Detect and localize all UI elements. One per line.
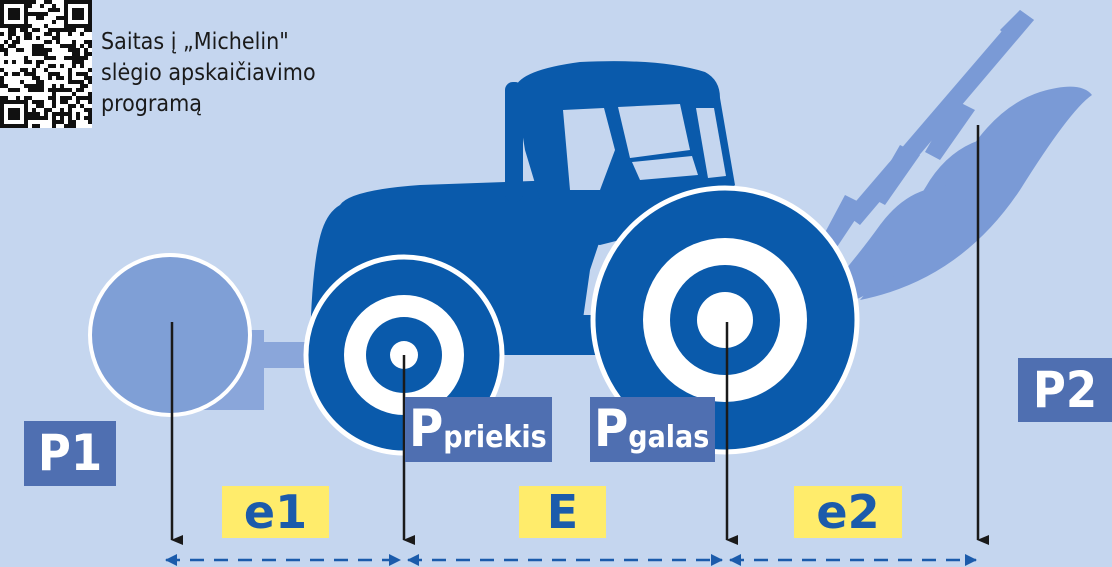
label-p-front-main: P bbox=[409, 399, 444, 459]
label-p-front-sub: priekis bbox=[443, 420, 547, 455]
qr-code-pattern bbox=[0, 0, 92, 128]
front-ballast-icon bbox=[88, 253, 320, 417]
label-p-rear-main: P bbox=[594, 399, 629, 459]
label-p1: P1 bbox=[24, 421, 116, 486]
dim-label-e2: e2 bbox=[794, 486, 902, 538]
link-line-3: programą bbox=[101, 91, 202, 117]
link-line-2: slėgio apskaičiavimo bbox=[101, 60, 316, 86]
plough-icon bbox=[815, 10, 1092, 306]
label-p2: P2 bbox=[1018, 358, 1112, 422]
label-p-rear: Pgalas bbox=[590, 397, 716, 462]
michelin-link-text[interactable]: Saitas į „Michelin" slėgio apskaičiavimo… bbox=[101, 27, 361, 120]
dim-label-e1: e1 bbox=[222, 486, 329, 538]
label-p-front: Ppriekis bbox=[405, 397, 552, 462]
qr-code-icon[interactable] bbox=[0, 0, 92, 128]
tractor-icon bbox=[303, 61, 860, 456]
dim-label-E: E bbox=[519, 486, 606, 538]
load-arrows bbox=[170, 125, 989, 545]
label-p-rear-sub: galas bbox=[628, 420, 710, 455]
link-line-1: Saitas į „Michelin" bbox=[101, 29, 289, 55]
